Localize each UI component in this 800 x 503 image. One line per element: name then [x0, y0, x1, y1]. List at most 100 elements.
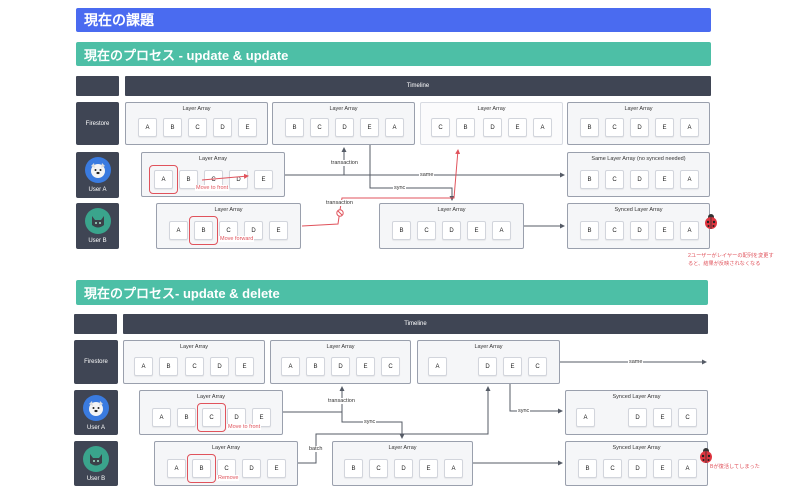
- array-title: Layer Array: [179, 344, 209, 350]
- layer-cell: E: [655, 221, 674, 240]
- layer-cell: E: [235, 357, 254, 376]
- layer-cell: C: [219, 221, 238, 240]
- layer-cell: B: [159, 357, 178, 376]
- transaction-label: transaction: [330, 160, 359, 166]
- layer-cell: A: [169, 221, 188, 240]
- layer-cell: D: [242, 459, 261, 478]
- section-2-title: 現在のプロセス- update & delete: [84, 286, 280, 301]
- layer-cell: A: [154, 170, 173, 189]
- layer-cell: E: [269, 221, 288, 240]
- transaction-label: transaction: [327, 398, 356, 404]
- timeline-label: Timeline: [404, 321, 427, 327]
- highlight-frame: [189, 216, 218, 245]
- layer-cell: A: [678, 459, 697, 478]
- row-label: User B: [88, 238, 107, 244]
- row-label: User A: [88, 187, 107, 193]
- row-label: User B: [86, 475, 106, 482]
- transaction-label: transaction: [325, 200, 354, 206]
- layer-array: Layer Array A B C D E: [125, 102, 268, 145]
- layer-cell: C: [528, 357, 547, 376]
- layer-cell: A: [428, 357, 447, 376]
- dog-icon: [89, 400, 103, 416]
- layer-cell: A: [281, 357, 300, 376]
- section-1-timeline: Timeline: [125, 76, 711, 96]
- layer-cell: C: [202, 408, 221, 427]
- issue-note: Bが復活してしまった: [710, 463, 760, 471]
- sync-label: sync: [393, 185, 407, 191]
- cat-icon: [91, 216, 104, 228]
- layer-cell: D: [335, 118, 354, 137]
- sync-label: sync: [363, 419, 377, 425]
- layer-cell: E: [419, 459, 438, 478]
- batch-label: batch: [308, 446, 324, 452]
- dog-icon: [90, 163, 105, 178]
- array-title: Layer Array: [437, 207, 466, 213]
- layer-cell: B: [456, 118, 475, 137]
- section-1-title: 現在のプロセス - update & update: [84, 47, 289, 63]
- layer-array: Layer Array A B C D E: [123, 340, 265, 384]
- layer-cell: E: [655, 118, 674, 137]
- layer-cell: C: [431, 118, 450, 137]
- ladybug-icon: [697, 446, 715, 469]
- layer-cell: D: [478, 357, 497, 376]
- layer-cell: B: [285, 118, 304, 137]
- array-title: Synced Layer Array: [614, 207, 663, 213]
- layer-cell: E: [238, 118, 257, 137]
- layer-array: Layer Array B C D E A: [332, 441, 473, 486]
- layer-cell: B: [578, 459, 597, 478]
- array-title: Synced Layer Array: [612, 394, 661, 400]
- array-title: Layer Array: [182, 106, 211, 112]
- same-label: same: [419, 172, 435, 178]
- layer-array: Synced Layer Array B C D E A: [567, 203, 710, 249]
- layer-cell: E: [360, 118, 379, 137]
- layer-cell: D: [628, 408, 647, 427]
- layer-cell: C: [417, 221, 436, 240]
- layer-cell: A: [444, 459, 463, 478]
- layer-cell: E: [653, 408, 672, 427]
- layer-cell: C: [678, 408, 697, 427]
- layer-cell: C: [185, 357, 204, 376]
- array-title: Layer Array: [624, 106, 653, 112]
- layer-cell: A: [152, 408, 171, 427]
- layer-cell: D: [229, 170, 248, 189]
- array-title: Layer Array: [214, 207, 243, 213]
- issue-note-line: 2ユーザーがレイヤーの配列を変更す: [688, 253, 774, 259]
- user-b-avatar: [83, 445, 109, 472]
- array-title: Layer Array: [211, 445, 241, 451]
- row-user-b: User B: [76, 203, 119, 249]
- row-label: User A: [86, 424, 105, 431]
- move-to-front-label: Move to front: [195, 185, 230, 191]
- layer-cell: C: [605, 118, 624, 137]
- section-1-corner: [76, 76, 119, 96]
- layer-cell: D: [442, 221, 461, 240]
- layer-cell: E: [254, 170, 273, 189]
- issue-note-line: ると、結果が反映されなくなる: [688, 261, 761, 267]
- ladybug-icon: [702, 212, 720, 235]
- layer-cell: E: [356, 357, 375, 376]
- layer-cell: D: [630, 221, 649, 240]
- layer-array: Layer Array A D E C: [417, 340, 560, 384]
- layer-cell: E: [503, 357, 522, 376]
- layer-array: Layer Array A B D E C: [270, 340, 411, 384]
- row-firestore: Firestore: [74, 340, 118, 384]
- layer-cell: B: [177, 408, 196, 427]
- layer-cell: D: [394, 459, 413, 478]
- layer-cell: B: [580, 170, 599, 189]
- layer-cell: B: [163, 118, 182, 137]
- array-title: Layer Array: [198, 156, 228, 162]
- highlight-frame: [149, 165, 178, 194]
- array-title: Same Layer Array (no synced needed): [591, 156, 686, 162]
- row-label: Firestore: [84, 359, 108, 365]
- issue-note: 2ユーザーがレイヤーの配列を変更す ると、結果が反映されなくなる: [688, 252, 774, 268]
- layer-cell: D: [210, 357, 229, 376]
- layer-cell: E: [252, 408, 271, 427]
- layer-cell: B: [392, 221, 411, 240]
- layer-cell: A: [576, 408, 595, 427]
- section-2-timeline: Timeline: [123, 314, 708, 334]
- layer-array: Layer Array B C D E A: [379, 203, 524, 249]
- layer-cell: E: [653, 459, 672, 478]
- layer-cell: B: [580, 221, 599, 240]
- layer-array: Synced Layer Array A D E C: [565, 390, 708, 435]
- row-user-a: User A: [74, 390, 118, 435]
